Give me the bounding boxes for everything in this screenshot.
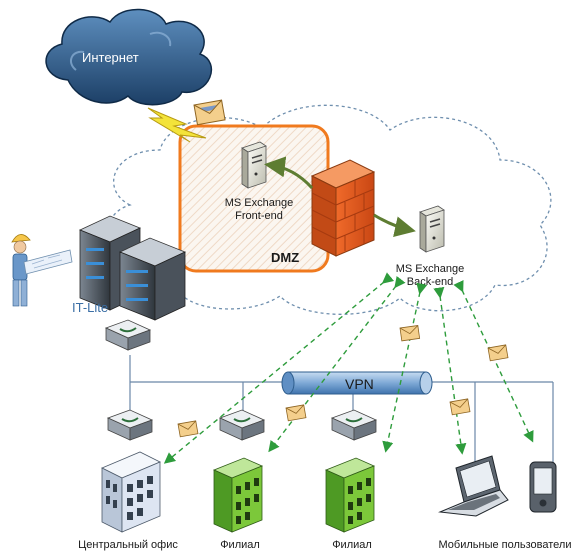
dmz-label: DMZ — [271, 250, 299, 265]
dmz-zone: DMZ — [178, 124, 330, 273]
email-icon — [399, 325, 421, 342]
router-icon — [330, 409, 378, 441]
firewall-to-frontend-arrow — [264, 156, 314, 190]
email-icon — [177, 420, 199, 438]
internet-cloud: Интернет — [45, 8, 212, 106]
router-icon — [104, 319, 152, 351]
central-office-building-icon — [101, 451, 161, 533]
branch-1-label: Филиал — [220, 539, 260, 551]
email-icon — [449, 398, 471, 416]
email-icon — [193, 99, 226, 126]
firewall-icon — [310, 159, 376, 257]
branch-building-icon — [212, 457, 264, 533]
router-icon — [218, 409, 266, 441]
mobile-users-label: Мобильные пользователи — [439, 539, 572, 551]
mobile-device-icon — [529, 461, 557, 513]
router-icon — [106, 409, 154, 441]
frontend-label-line2: Front-end — [235, 210, 283, 222]
vpn-tunnel: VPN — [281, 371, 433, 395]
backend-label-line1: MS Exchange — [396, 263, 464, 275]
lightning-icon — [147, 107, 207, 143]
laptop-icon — [438, 455, 509, 517]
architect-person-icon — [11, 234, 73, 307]
email-icon — [487, 344, 509, 362]
mail-flow-arrows — [163, 272, 534, 464]
firewall-to-backend-arrow — [373, 213, 416, 237]
branch-building-icon — [324, 457, 376, 533]
backend-server-icon — [419, 205, 445, 253]
frontend-server-icon — [241, 141, 267, 189]
email-icon — [285, 404, 307, 422]
central-office-label: Центральный офис — [78, 539, 178, 551]
it-lite-label: IT-Lite — [72, 300, 108, 315]
frontend-label-line1: MS Exchange — [225, 197, 293, 209]
backend-label-line2: Back-end — [407, 276, 453, 288]
internet-label: Интернет — [82, 50, 139, 65]
branch-2-label: Филиал — [332, 539, 372, 551]
vpn-label: VPN — [345, 376, 374, 392]
